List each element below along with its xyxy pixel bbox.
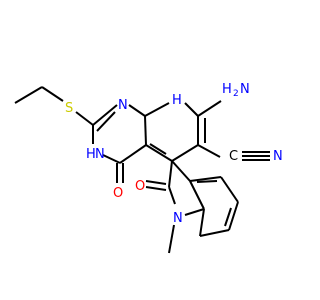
bond — [144, 102, 170, 117]
atom-labels: S N H N H N H 2 N C N O O N — [65, 82, 283, 226]
bond — [145, 186, 167, 191]
bond — [96, 111, 116, 132]
lactam-oxygen-label: O — [135, 179, 145, 194]
nitrile-carbon-label: C — [229, 149, 238, 164]
bond — [149, 143, 167, 155]
bonds — [14, 86, 270, 254]
bond — [144, 115, 147, 146]
molecule-structure-diagram: S N H N H N H 2 N C N O O N — [14, 82, 283, 254]
nh-left-nitrogen-label: N — [95, 147, 105, 162]
bond — [197, 100, 222, 117]
amine-subscript-label: 2 — [233, 89, 239, 99]
indole-nitrogen-label: N — [173, 211, 183, 226]
bond — [189, 180, 205, 210]
bond — [171, 160, 191, 182]
bond — [145, 144, 173, 162]
bond — [102, 154, 121, 164]
nitrile-nitrogen-label: N — [273, 149, 283, 164]
bond — [184, 208, 205, 216]
bond — [199, 229, 230, 237]
bond — [228, 201, 239, 231]
amine-nitrogen-label: N — [240, 82, 250, 97]
bond — [184, 102, 199, 117]
nitrogen-atom-label: N — [118, 98, 128, 113]
bond — [220, 176, 239, 203]
bond — [168, 160, 173, 188]
nh-left-hydrogen-label: H — [86, 147, 96, 162]
bond — [119, 144, 147, 164]
bond — [168, 224, 175, 254]
sulfur-atom-label: S — [65, 101, 73, 116]
bond — [145, 180, 167, 185]
bond — [196, 180, 218, 183]
amine-hydrogen-label: H — [222, 82, 232, 97]
bond — [171, 144, 199, 162]
bond — [224, 207, 232, 227]
nh-hydrogen-label: H — [172, 93, 182, 108]
bond — [199, 208, 205, 237]
bond — [92, 104, 118, 126]
bond — [14, 86, 43, 104]
bond — [128, 104, 146, 117]
bond — [189, 176, 222, 182]
bond — [41, 86, 64, 102]
carbonyl-oxygen-label: O — [113, 186, 123, 201]
bond — [168, 186, 176, 205]
bond — [197, 144, 221, 158]
bond — [75, 111, 94, 126]
